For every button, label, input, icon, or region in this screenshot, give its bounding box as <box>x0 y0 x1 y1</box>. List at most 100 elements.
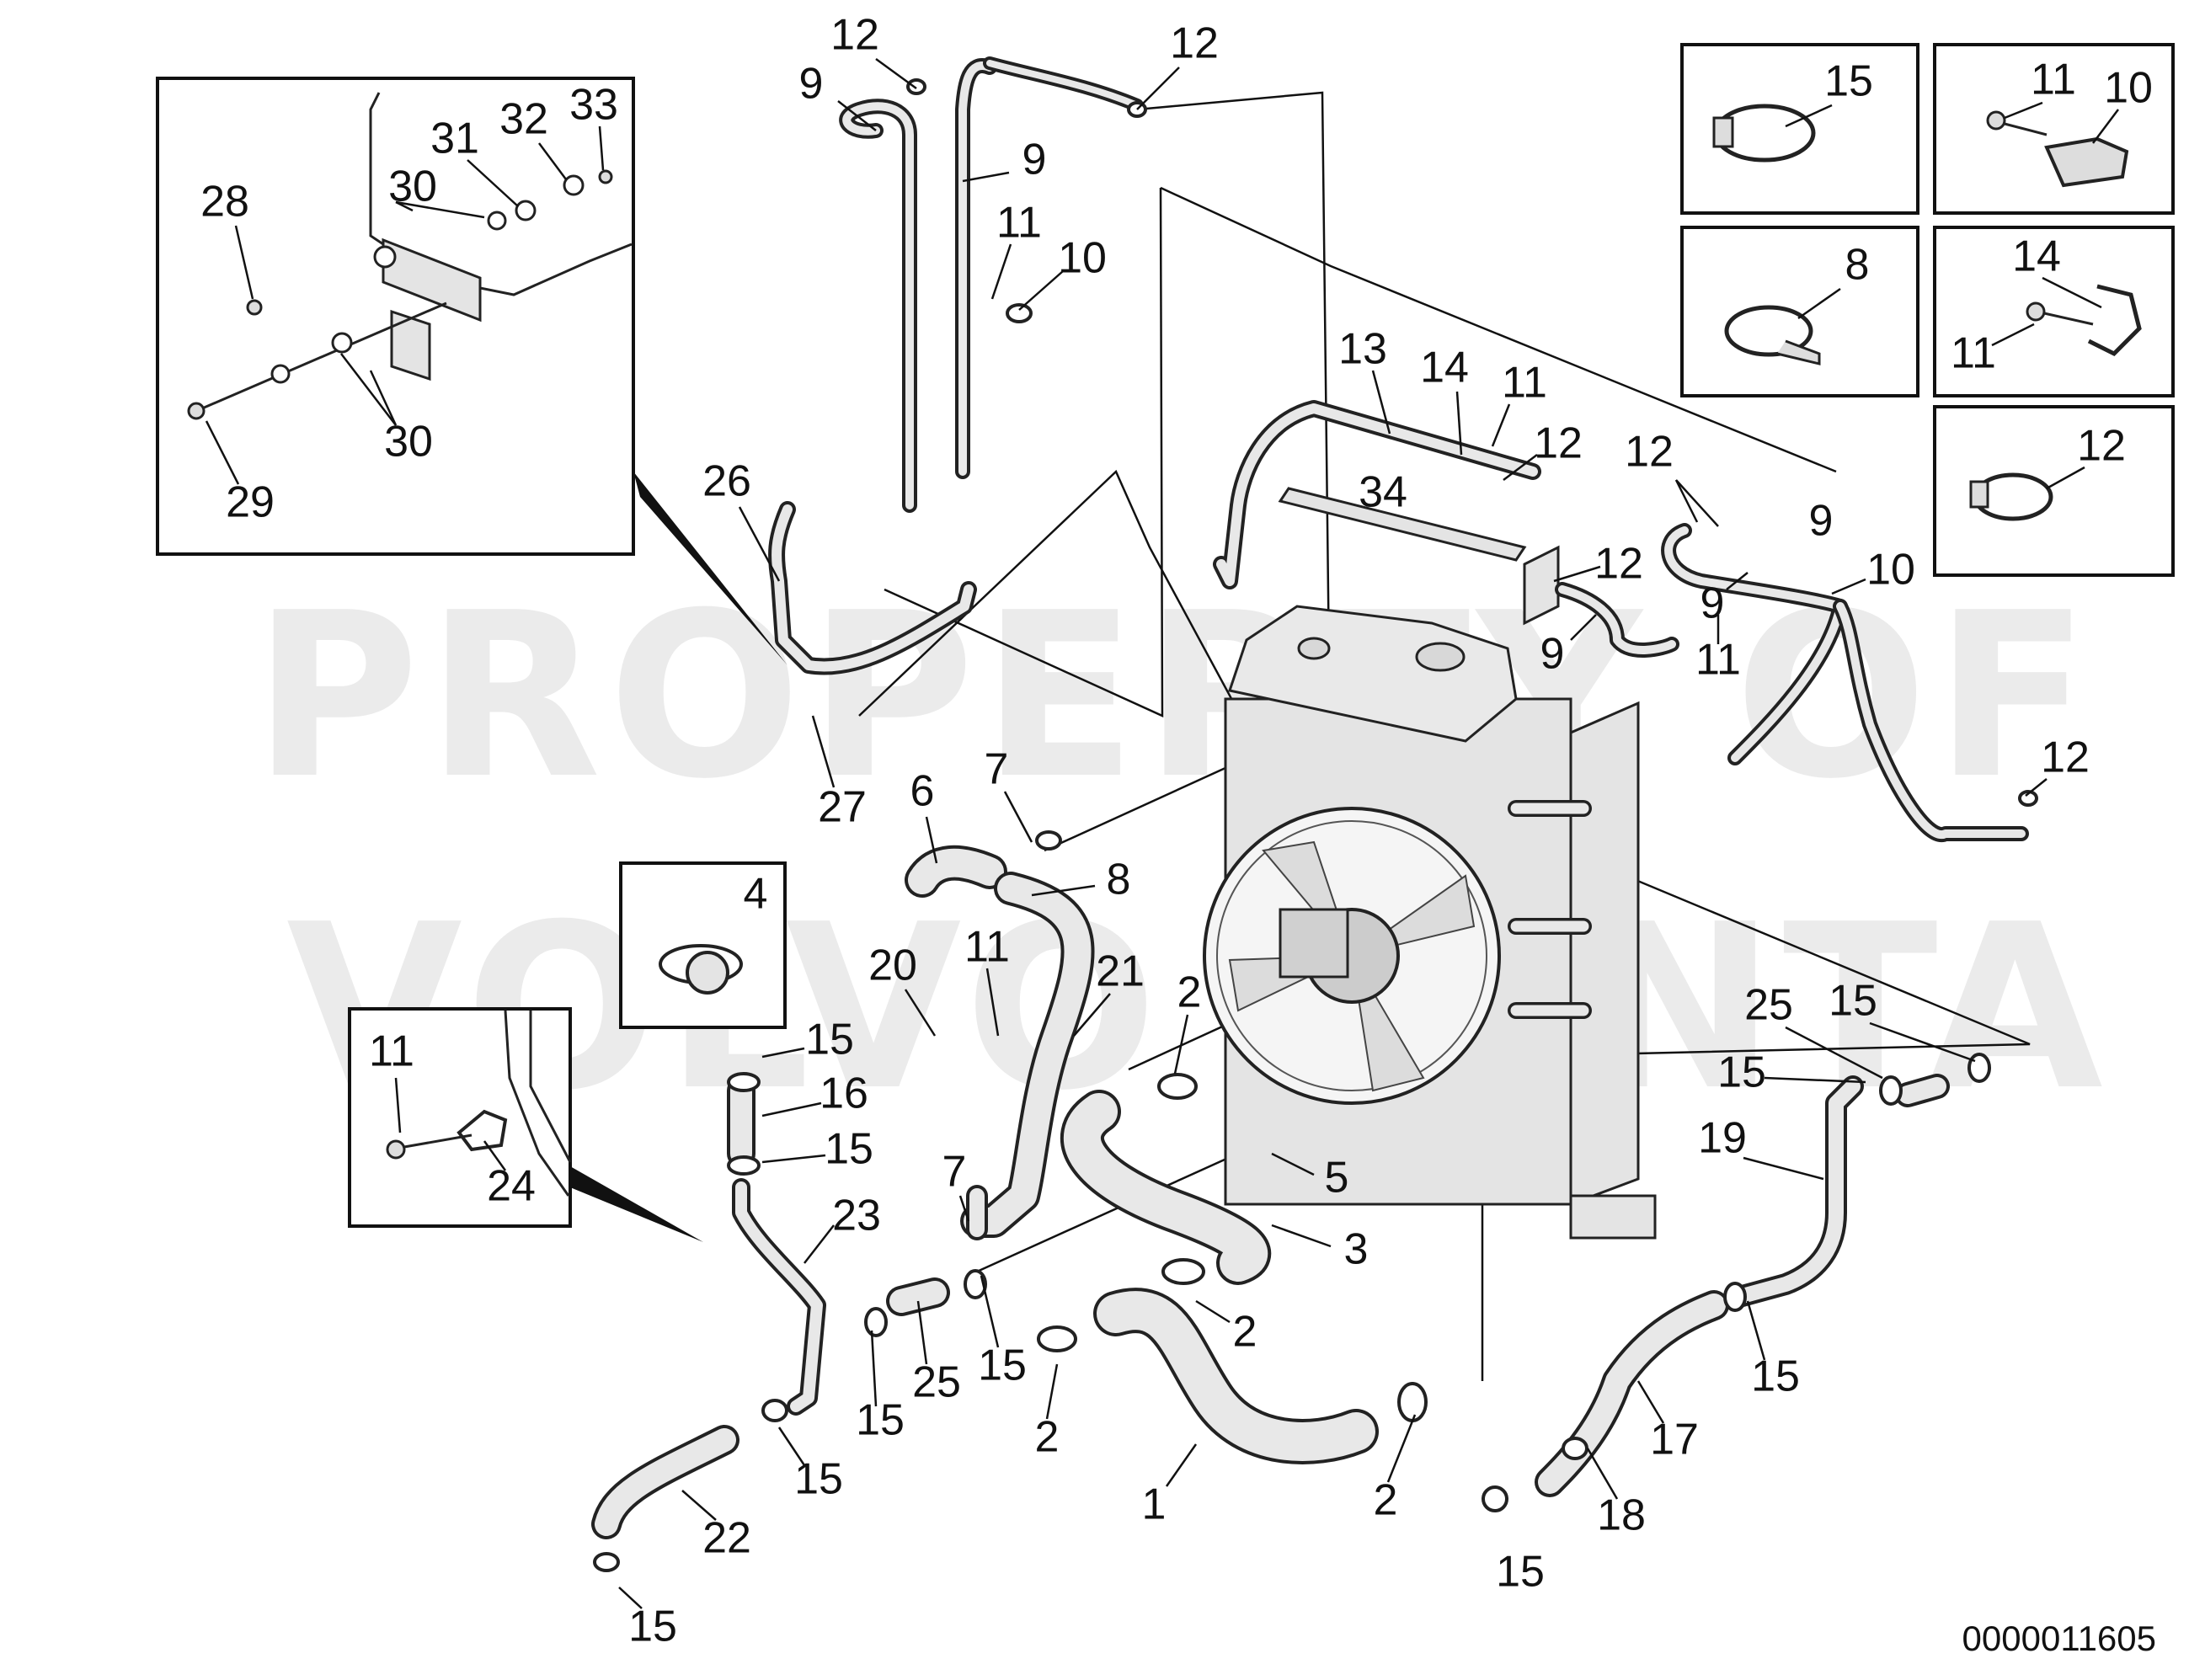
hose-25-right <box>1898 1077 1946 1104</box>
inset-pointer-bracket <box>633 472 788 665</box>
inset-bracket-detail <box>156 77 635 556</box>
callout-label-c28: 21 <box>1096 947 1145 996</box>
clamp-15-f <box>593 1552 620 1572</box>
hose-8 <box>964 875 1092 1235</box>
callout-label-c41: 15 <box>856 1396 905 1445</box>
callout-label-c21: 27 <box>818 783 867 832</box>
callout-label-c39: 15 <box>825 1125 873 1174</box>
callout-label-c40: 23 <box>832 1192 881 1240</box>
leader-c1-0 <box>875 57 917 90</box>
leader-c53-50 <box>1586 1448 1619 1500</box>
callout-label-b2: 11 <box>2031 56 2076 104</box>
leader-c28-25 <box>1073 993 1111 1037</box>
inset-clamp-15-screw <box>1712 116 1734 148</box>
radiator-upper-mount <box>1523 545 1560 626</box>
leader-c6-5 <box>1018 270 1064 311</box>
callout-label-i5: 33 <box>569 81 618 130</box>
leader-c46-43 <box>618 1587 643 1609</box>
leader-c42-39 <box>916 1300 928 1365</box>
leader-c37-34 <box>761 1047 805 1059</box>
callout-label-c42: 25 <box>912 1358 961 1407</box>
leader-c29-26 <box>1173 1014 1189 1075</box>
leader-c5-4 <box>990 243 1012 300</box>
callout-label-c37: 15 <box>805 1016 854 1064</box>
hoses <box>591 56 2029 1539</box>
leader-c44-41 <box>777 1427 806 1466</box>
leader-c47-44 <box>1785 1026 1883 1080</box>
callout-label-c23: 7 <box>985 745 1009 794</box>
radiator-outlet-stubs <box>1508 800 1592 1019</box>
inset-part-10-11 <box>1933 43 2175 215</box>
watermark-line-2: VOLVO PENTA <box>286 875 2110 1140</box>
leader-c21-19 <box>811 715 836 788</box>
leader-c24-22 <box>1031 884 1096 897</box>
ref-line-right-hose <box>1490 832 2031 1059</box>
leader-c52-49 <box>1636 1380 1665 1424</box>
callout-label-c12: 12 <box>1594 540 1643 589</box>
callout-label-c22: 6 <box>910 767 935 816</box>
inset-clip-24 <box>456 1109 508 1152</box>
leader-c27-24 <box>985 968 1000 1037</box>
callout-label-c17: 11 <box>1695 636 1741 685</box>
inset-part-24 <box>348 1007 572 1228</box>
leader-i6-60 <box>369 370 398 426</box>
leader-c19-17 <box>2025 778 2048 797</box>
hose-9-top <box>986 60 1140 109</box>
leader-c26-23 <box>904 989 937 1037</box>
callout-label-c49: 15 <box>1717 1048 1766 1097</box>
inset-washer-30-upper <box>487 211 507 231</box>
leader-c51-48 <box>1746 1300 1766 1361</box>
callout-label-c52: 17 <box>1650 1416 1699 1464</box>
hose-9-upper <box>842 102 914 509</box>
ref-line-frame-left <box>884 187 1164 717</box>
clamp-15-h <box>1562 1437 1588 1460</box>
leader-c16-14 <box>1570 614 1597 641</box>
inset-grommet <box>373 245 397 269</box>
callout-label-c43: 15 <box>978 1341 1027 1390</box>
callout-label-c4: 9 <box>1022 136 1047 184</box>
callout-label-b1: 15 <box>1824 57 1873 106</box>
inset-bolt-axis <box>201 301 447 410</box>
callout-label-c5: 11 <box>996 199 1042 248</box>
callout-label-i2: 30 <box>388 163 437 211</box>
callout-label-c44: 15 <box>794 1455 843 1504</box>
callout-label-i3: 31 <box>430 115 479 163</box>
callout-label-c10: 12 <box>1534 419 1583 468</box>
leader-i1-53 <box>234 225 254 300</box>
inset-hose-24-edge <box>529 1011 572 1163</box>
callout-label-b7: 12 <box>2077 422 2126 471</box>
callout-label-c45: 22 <box>702 1514 751 1563</box>
inset-boxes <box>156 43 2175 1242</box>
hose-9-upper-outline <box>839 99 917 513</box>
callout-label-c16: 9 <box>1540 630 1565 679</box>
radiator-foot <box>1569 1194 1657 1240</box>
inset-pointer-24 <box>570 1166 703 1242</box>
leader-c43-40 <box>980 1275 1000 1348</box>
inset-bolt-11 <box>386 1139 406 1160</box>
inset-washer-31 <box>515 200 537 221</box>
inset-part-8 <box>1680 226 1919 397</box>
callout-label-c46: 15 <box>628 1603 677 1651</box>
fan-motor <box>1279 908 1349 979</box>
inset-clamp-8-tab <box>1776 339 1821 365</box>
callout-label-c34: 2 <box>1035 1413 1060 1462</box>
inset-washer-30-lower <box>331 332 353 354</box>
inset-washer <box>270 364 291 384</box>
inset-bracket-foot <box>390 309 431 381</box>
leader-c36-33 <box>1386 1414 1417 1483</box>
inset-clip-14 <box>2087 284 2142 357</box>
fan-ring <box>1216 820 1487 1091</box>
expansion-tank <box>1228 605 1518 743</box>
callout-label-c15: 10 <box>1866 546 1915 595</box>
leader-c56-52 <box>483 1140 507 1171</box>
leader-c35-32 <box>1165 1443 1198 1487</box>
leader-c13-12 <box>1675 479 1719 527</box>
callout-label-i6: 30 <box>384 418 433 467</box>
leader-c31-28 <box>1271 1152 1315 1176</box>
clamp-2-d <box>1397 1382 1428 1422</box>
callout-label-c1: 12 <box>830 11 879 60</box>
leader-c10-9 <box>1503 454 1538 481</box>
hose-9-right-a <box>1558 585 1676 654</box>
leader-b6-67 <box>1991 323 2035 347</box>
